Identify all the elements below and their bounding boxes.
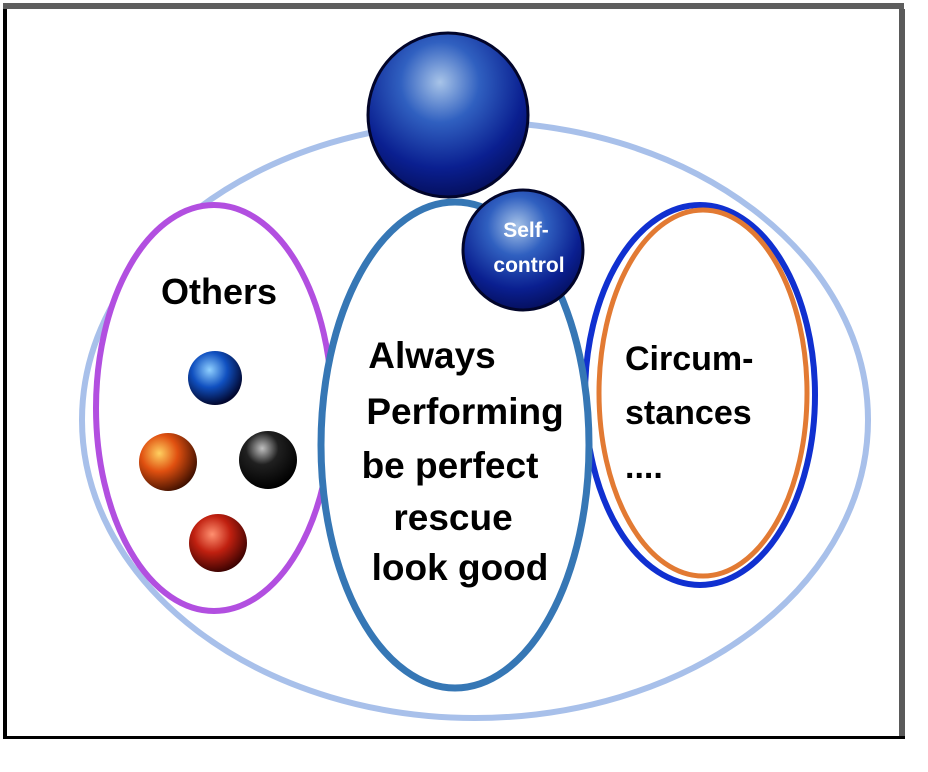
- self-control-line-2: control: [493, 254, 564, 277]
- black-ball-icon: [239, 431, 297, 489]
- blue-ball-icon: [188, 351, 242, 405]
- others-label: Others: [161, 271, 277, 312]
- circumstances-ellipse: [596, 207, 810, 579]
- center-line-3: be perfect: [362, 445, 539, 486]
- center-ellipse: [317, 198, 593, 692]
- center-line-2: Performing: [366, 391, 563, 432]
- center-line-4: rescue: [393, 497, 512, 538]
- circumstances-line-2: stances: [625, 394, 752, 432]
- red-ball-icon: [189, 514, 247, 572]
- self-control-line-1: Self-: [503, 219, 549, 242]
- center-line-5: look good: [372, 547, 549, 588]
- top-sphere-icon: [366, 31, 530, 199]
- frame-bottom: [3, 736, 905, 739]
- circumstances-line-1: Circum-: [625, 340, 753, 378]
- frame-right: [899, 9, 905, 739]
- orange-ball-icon: [139, 433, 197, 491]
- frame-left: [3, 9, 7, 739]
- self-control-sphere-icon: [461, 188, 585, 312]
- center-line-1: Always: [368, 335, 496, 376]
- frame-top: [3, 3, 904, 9]
- circumstances-line-3: ....: [625, 448, 663, 486]
